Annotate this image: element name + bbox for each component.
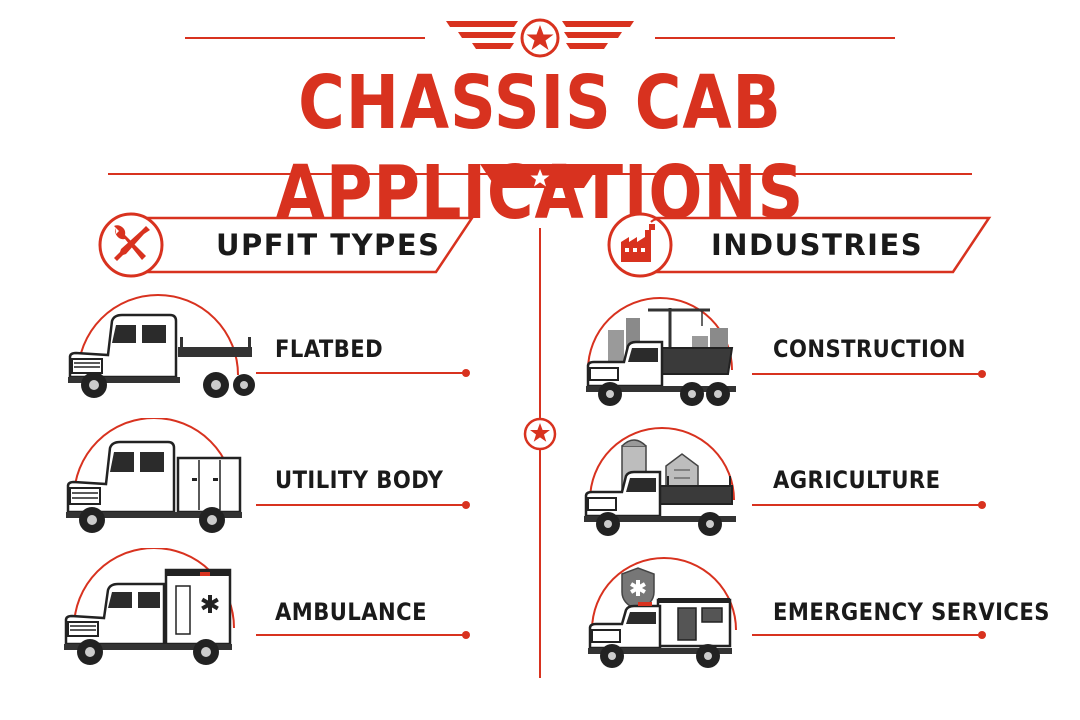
item-rule-dot (978, 501, 986, 509)
item-rule-dot (978, 631, 986, 639)
item-rule-dot (978, 370, 986, 378)
list-item-ambulance: AMBULANCE (60, 548, 480, 673)
divider-star-icon (523, 417, 557, 451)
item-rule (256, 504, 466, 506)
item-rule (256, 634, 466, 636)
construction-truck-icon (586, 297, 736, 406)
item-label: CONSTRUCTION (773, 335, 966, 363)
section-upfit-types: UPFIT TYPES (96, 210, 476, 278)
section-heading: INDUSTRIES (711, 228, 924, 262)
top-left-rule (185, 37, 425, 39)
wrench-screwdriver-icon (98, 212, 164, 278)
utility-truck-icon (66, 418, 242, 533)
item-rule (256, 372, 466, 374)
farm-truck-icon (584, 427, 736, 536)
item-label: FLATBED (275, 335, 384, 363)
page-title: CHASSIS CAB APPLICATIONS (275, 60, 805, 236)
list-item-construction: CONSTRUCTION (582, 290, 1002, 415)
ambulance-icon (64, 548, 235, 665)
top-right-rule (655, 37, 895, 39)
item-rule (752, 373, 980, 375)
item-label: UTILITY BODY (275, 466, 444, 494)
item-rule-dot (462, 631, 470, 639)
section-industries: INDUSTRIES (605, 210, 995, 278)
item-rule (752, 504, 980, 506)
center-divider (539, 228, 541, 678)
list-item-agriculture: AGRICULTURE (582, 420, 1002, 545)
section-heading: UPFIT TYPES (216, 228, 441, 262)
winged-star-emblem (446, 18, 634, 58)
list-item-flatbed: FLATBED (60, 285, 480, 410)
flatbed-truck-icon (68, 294, 255, 398)
list-item-utility-body: UTILITY BODY (60, 418, 480, 543)
star-tab (480, 164, 600, 188)
item-rule (752, 634, 980, 636)
factory-icon (607, 212, 673, 278)
item-label: EMERGENCY SERVICES (773, 598, 1050, 626)
list-item-emergency-services: EMERGENCY SERVICES (582, 550, 1049, 675)
item-label: AGRICULTURE (773, 466, 941, 494)
item-label: AMBULANCE (275, 598, 427, 626)
item-rule-dot (462, 369, 470, 377)
emergency-truck-icon (588, 557, 737, 668)
item-rule-dot (462, 501, 470, 509)
